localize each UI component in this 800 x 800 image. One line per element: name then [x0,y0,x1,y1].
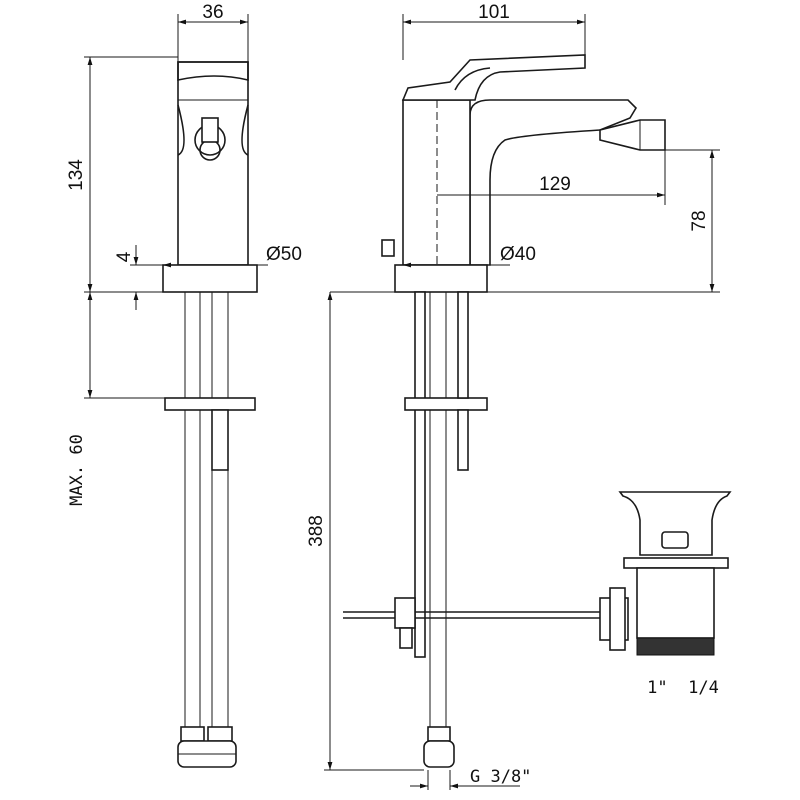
drain-valve [599,491,732,656]
dim-width-front: 101 [478,2,510,23]
side-view [162,61,258,768]
front-dimensions: 101 129 78 Ø40 388 G 3/8" 1" 1/4 [306,2,720,790]
dim-hose-length: 388 [306,515,327,547]
dim-connection: G 3/8" [470,767,531,787]
dim-spout-height: 78 [689,210,710,231]
dim-width-side: 36 [202,2,223,23]
dim-base-thickness: 4 [114,251,135,262]
side-dimensions: 36 134 4 Ø50 MAX. 60 [66,2,302,506]
dim-base-diameter-front: Ø40 [500,244,536,265]
dim-spout-reach: 129 [539,174,571,195]
dim-drain-size: 1" 1/4 [647,678,719,698]
front-view [343,54,666,768]
dim-height-total: 134 [66,159,87,191]
dim-base-diameter-side: Ø50 [266,244,302,265]
dim-max-deck: MAX. 60 [67,434,87,506]
